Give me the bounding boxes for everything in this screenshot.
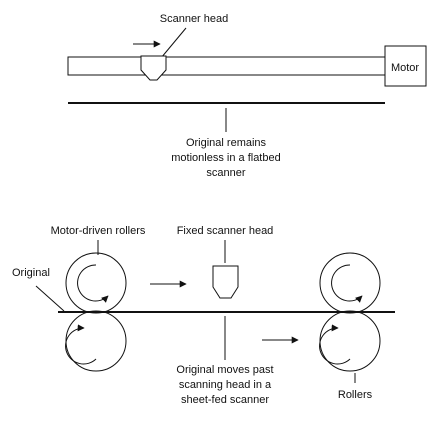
right-upper-roller bbox=[319, 252, 381, 314]
fixed-scanner-head bbox=[212, 265, 239, 299]
motor-box bbox=[384, 45, 427, 87]
left-upper-rotation-arrow bbox=[77, 264, 109, 303]
sheetfed-caption-line-1: Original moves past bbox=[176, 364, 273, 376]
right-upper-rotation-arrow bbox=[331, 264, 363, 303]
sheetfed-scanner: Motor-driven rollers Fixed scanner head … bbox=[12, 225, 395, 406]
fixed-scanner-head-label: Fixed scanner head bbox=[177, 225, 274, 237]
flatbed-caption-line-1: Original remains bbox=[186, 137, 267, 149]
original-leader bbox=[35, 285, 65, 312]
left-lower-rotation-arrow bbox=[65, 324, 97, 365]
scanner-head bbox=[140, 55, 167, 81]
rollers-label: Rollers bbox=[338, 389, 373, 401]
motor-label: Motor bbox=[391, 62, 419, 74]
motor-driven-rollers-label: Motor-driven rollers bbox=[51, 225, 146, 237]
flatbed-caption-line-2: motionless in a flatbed bbox=[171, 152, 280, 164]
sheetfed-caption-line-2: scanning head in a bbox=[179, 379, 272, 391]
scanner-head-label: Scanner head bbox=[160, 13, 229, 25]
sheetfed-caption-line-3: sheet-fed scanner bbox=[181, 394, 269, 406]
flatbed-scanner: Scanner head Motor Original remains moti… bbox=[67, 13, 427, 179]
flatbed-caption-line-3: scanner bbox=[206, 167, 245, 179]
right-lower-rotation-arrow bbox=[319, 324, 351, 365]
original-label: Original bbox=[12, 267, 50, 279]
left-upper-roller bbox=[65, 252, 127, 314]
scanner-rail bbox=[67, 56, 387, 76]
